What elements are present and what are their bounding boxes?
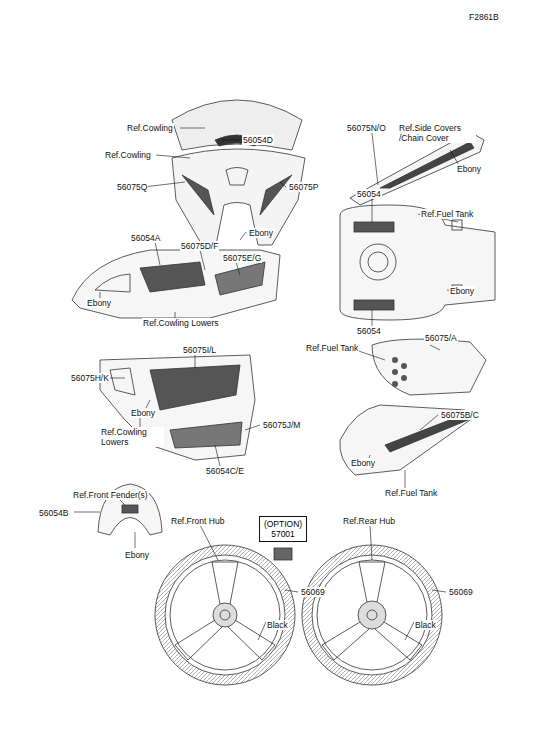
callout-number: 56054 [356, 189, 382, 199]
part-label: Ebony [248, 228, 274, 238]
callout-number: F2861B [468, 12, 500, 22]
callout-number: 56075H/K [70, 373, 110, 383]
part-label: Ebony [130, 408, 156, 418]
part-label: Ref.Side Covers /Chain Cover [398, 123, 476, 143]
part-label: Black [414, 620, 437, 630]
part-label: Ebony [449, 286, 475, 296]
callout-number: 56075D/F [180, 241, 219, 251]
callout-number: 56069 [448, 587, 474, 597]
callout-number: 56075P [288, 182, 319, 192]
option-text: (OPTION) [264, 519, 302, 529]
part-label: Ref.Cowling [104, 150, 152, 160]
callout-number: 56075/A [424, 333, 458, 343]
part-label: Ref.Cowling [126, 123, 174, 133]
part-label: Ebony [456, 164, 482, 174]
part-label: Ebony [124, 550, 150, 560]
callout-number: 56054A [130, 233, 161, 243]
callout-number: 56075N/O [346, 123, 387, 133]
part-label: Ebony [86, 298, 112, 308]
callout-number: 56075I/L [182, 345, 217, 355]
callout-number: 56075Q [116, 182, 148, 192]
part-label: Ref.Fuel Tank [420, 209, 474, 219]
part-label: Ref.Fuel Tank [305, 343, 359, 353]
part-label: Ref.Cowling Lowers [142, 318, 220, 328]
callout-number: 56075E/G [222, 253, 262, 263]
option-box: (OPTION)57001 [259, 516, 307, 542]
callout-number: 56075B/C [440, 410, 480, 420]
part-label: Ref.Front Fender(s) [72, 490, 149, 500]
part-label: Ebony [350, 458, 376, 468]
callout-number: 56054B [38, 508, 69, 518]
part-label: Ref.Rear Hub [342, 516, 396, 526]
callout-number: 56069 [300, 587, 326, 597]
part-label: Ref.Cowling Lowers [100, 427, 164, 447]
callout-number: 56054D [242, 135, 274, 145]
part-label: Black [266, 620, 289, 630]
callout-number: 56054 [356, 326, 382, 336]
callout-number: 56075J/M [262, 420, 301, 430]
option-text: 57001 [264, 529, 302, 539]
part-label: Ref.Front Hub [170, 516, 225, 526]
part-label: Ref.Fuel Tank [384, 488, 438, 498]
callout-number: 56054C/E [205, 466, 245, 476]
